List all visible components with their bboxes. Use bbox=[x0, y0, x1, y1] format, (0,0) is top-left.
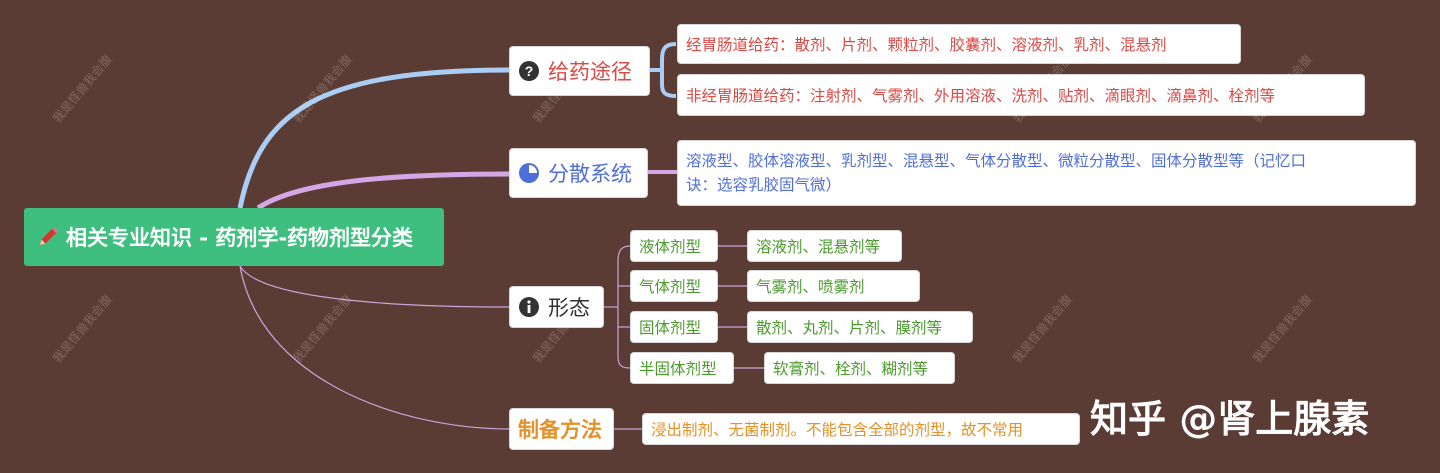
route-leaf-enteral[interactable]: 经胃肠道给药：散剂、片剂、颗粒剂、胶囊剂、溶液剂、乳剂、混悬剂 bbox=[677, 24, 1241, 64]
dispersion-leaf[interactable]: 溶液型、胶体溶液型、乳剂型、混悬型、气体分散型、微粒分散型、固体分散型等（记忆口… bbox=[677, 140, 1416, 206]
form-type-label: 气体剂型 bbox=[639, 278, 702, 296]
branch-label: 给药途径 bbox=[548, 60, 632, 84]
svg-text:?: ? bbox=[525, 63, 534, 79]
form-example-label: 软膏剂、栓剂、糊剂等 bbox=[773, 360, 929, 378]
pie-icon bbox=[519, 163, 539, 183]
leaf-text: 浸出制剂、无菌制剂。不能包含全部的剂型，故不常用 bbox=[651, 421, 1024, 439]
root-label: 相关专业知识 - 药剂学-药物剂型分类 bbox=[66, 226, 414, 250]
form-example-label: 散剂、丸剂、片剂、膜剂等 bbox=[756, 319, 943, 337]
form-example-label: 气雾剂、喷雾剂 bbox=[756, 278, 865, 296]
form-type-semisolid[interactable]: 半固体剂型 bbox=[630, 352, 734, 384]
branch-label: 分散系统 bbox=[548, 162, 632, 186]
form-example-solid[interactable]: 散剂、丸剂、片剂、膜剂等 bbox=[747, 311, 973, 343]
preparation-leaf[interactable]: 浸出制剂、无菌制剂。不能包含全部的剂型，故不常用 bbox=[642, 413, 1080, 445]
branch-dispersion[interactable]: 分散系统 bbox=[509, 148, 648, 198]
question-icon: ? bbox=[519, 61, 539, 81]
form-example-label: 溶液剂、混悬剂等 bbox=[756, 238, 881, 256]
branch-preparation[interactable]: 制备方法 bbox=[509, 408, 614, 450]
form-type-liquid[interactable]: 液体剂型 bbox=[630, 230, 718, 262]
branch-route[interactable]: ? 给药途径 bbox=[509, 46, 650, 96]
info-icon bbox=[519, 297, 539, 317]
route-leaf-parenteral[interactable]: 非经胃肠道给药：注射剂、气雾剂、外用溶液、洗剂、贴剂、滴眼剂、滴鼻剂、栓剂等 bbox=[677, 74, 1365, 116]
form-type-label: 液体剂型 bbox=[639, 238, 702, 256]
branch-label: 形态 bbox=[548, 296, 590, 320]
leaf-text: 非经胃肠道给药：注射剂、气雾剂、外用溶液、洗剂、贴剂、滴眼剂、滴鼻剂、栓剂等 bbox=[686, 87, 1276, 105]
form-type-label: 固体剂型 bbox=[639, 319, 702, 337]
root-node[interactable]: 相关专业知识 - 药剂学-药物剂型分类 bbox=[24, 208, 444, 266]
form-example-liquid[interactable]: 溶液剂、混悬剂等 bbox=[747, 230, 902, 262]
branch-form[interactable]: 形态 bbox=[509, 286, 604, 328]
form-type-gas[interactable]: 气体剂型 bbox=[630, 270, 718, 302]
form-example-semisolid[interactable]: 软膏剂、栓剂、糊剂等 bbox=[764, 352, 955, 384]
brand-watermark: 知乎 @肾上腺素 bbox=[1090, 397, 1370, 441]
form-type-label: 半固体剂型 bbox=[639, 360, 717, 378]
leaf-text-line2: 诀：选容乳胶固气微） bbox=[686, 176, 842, 194]
pencil-icon bbox=[40, 227, 58, 245]
form-type-solid[interactable]: 固体剂型 bbox=[630, 311, 718, 343]
branch-label: 制备方法 bbox=[518, 418, 602, 442]
leaf-text: 经胃肠道给药：散剂、片剂、颗粒剂、胶囊剂、溶液剂、乳剂、混悬剂 bbox=[686, 36, 1167, 54]
form-example-gas[interactable]: 气雾剂、喷雾剂 bbox=[747, 270, 920, 302]
leaf-text-line1: 溶液型、胶体溶液型、乳剂型、混悬型、气体分散型、微粒分散型、固体分散型等（记忆口 bbox=[686, 152, 1307, 170]
